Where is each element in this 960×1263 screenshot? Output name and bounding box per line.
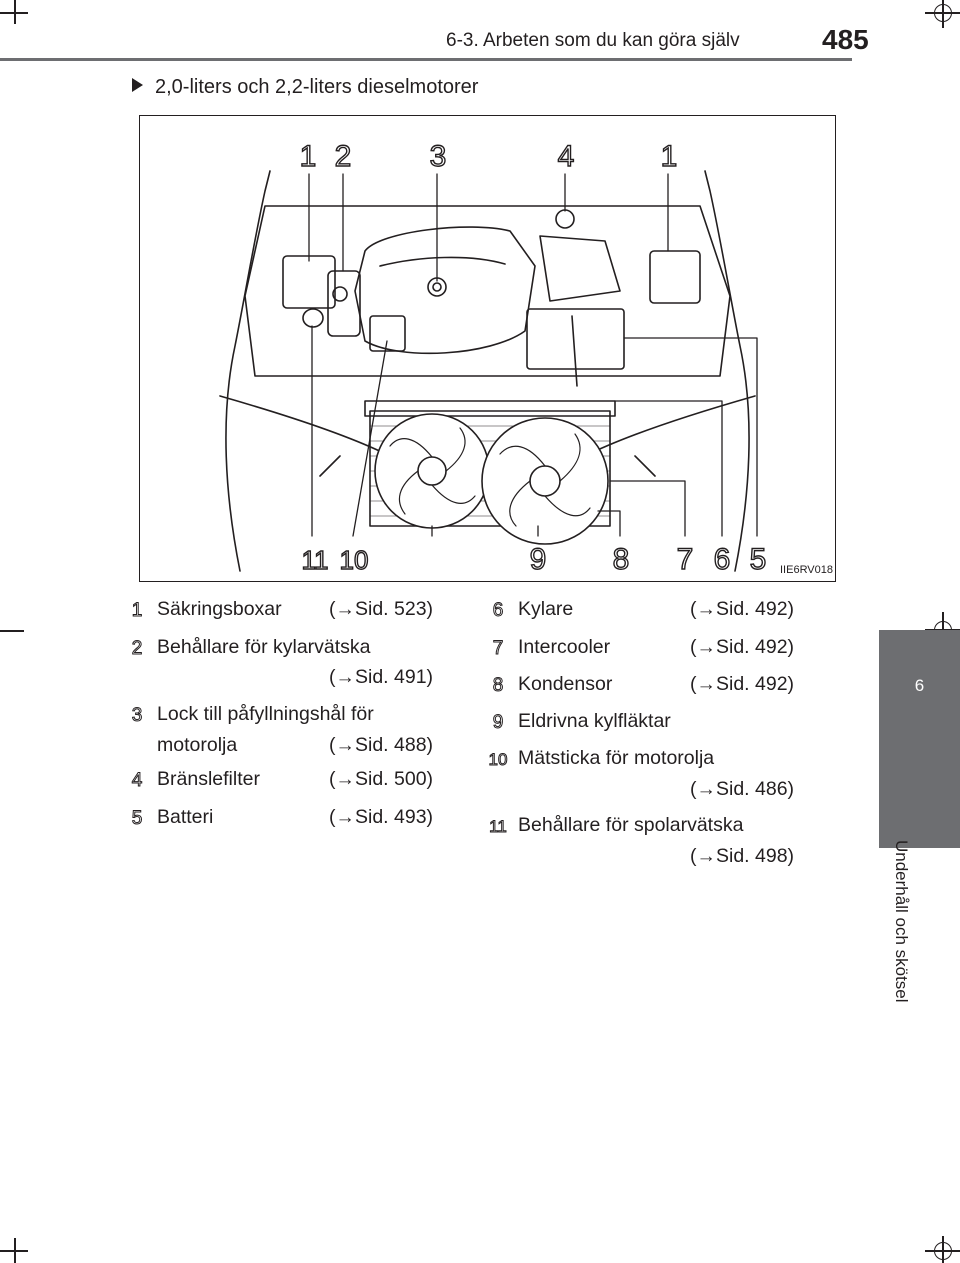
callout-badge-icon: 4 bbox=[131, 770, 143, 791]
radiator-frame bbox=[369, 410, 611, 527]
legend-item-1: 1 Säkringsboxar (→Sid. 523) bbox=[126, 592, 451, 628]
figure-code: IIE6RV018 bbox=[780, 564, 834, 576]
legend-label: Lock till påfyllningshål för bbox=[157, 703, 374, 725]
oil-filler-cap-center bbox=[432, 282, 442, 292]
callout-badge-icon: 7 bbox=[492, 638, 504, 659]
page-reference: (→Sid. 488) bbox=[329, 734, 434, 756]
legend-item-10: 10 Mätsticka för motorolja (→Sid. 486) bbox=[487, 741, 817, 813]
page-reference: (→Sid. 486) bbox=[690, 778, 795, 800]
legend-label: Behållare för spolarvätska bbox=[518, 814, 744, 836]
page-reference: (→Sid. 493) bbox=[329, 806, 434, 828]
legend-item-11: 11 Behållare för spolarvätska (→Sid. 498… bbox=[487, 808, 817, 880]
cooling-fan-left bbox=[374, 413, 490, 529]
legend-item-7: 7 Intercooler (→Sid. 492) bbox=[487, 630, 817, 666]
dipstick-housing bbox=[369, 315, 406, 352]
crop-mark bbox=[942, 0, 944, 28]
washer-fluid-cap bbox=[302, 308, 324, 328]
svg-text:9: 9 bbox=[493, 712, 504, 732]
legend-label: Säkringsboxar bbox=[157, 598, 282, 620]
callout-badge-icon: 11 bbox=[489, 817, 508, 837]
bumper-lines bbox=[319, 455, 656, 477]
body-outline-right bbox=[704, 170, 750, 572]
section-heading-text: 2,0-liters och 2,2-liters dieselmotorer bbox=[155, 76, 479, 98]
legend-label: Kylare bbox=[518, 598, 574, 620]
callout-badge-icon: 1 bbox=[131, 600, 143, 621]
legend-label: Behållare för kylarvätska bbox=[157, 636, 371, 658]
legend-item-9: 9 Eldrivna kylfläktar bbox=[487, 704, 817, 740]
svg-text:11: 11 bbox=[489, 817, 507, 836]
coolant-cap bbox=[332, 286, 348, 302]
page-reference: (→Sid. 492) bbox=[690, 673, 795, 695]
svg-text:3: 3 bbox=[132, 705, 143, 725]
triangle-bullet-icon bbox=[132, 78, 143, 92]
air-filter-housing bbox=[539, 235, 621, 302]
crop-mark bbox=[14, 0, 16, 24]
legend-item-6: 6 Kylare (→Sid. 492) bbox=[487, 592, 817, 628]
battery-cable bbox=[571, 315, 578, 387]
legend-label: Batteri bbox=[157, 806, 214, 828]
legend-label-continued: motorolja bbox=[157, 734, 238, 756]
chapter-tab: 6 bbox=[879, 630, 960, 848]
engine-cover-ridge bbox=[379, 256, 506, 267]
coolant-reservoir bbox=[327, 270, 361, 337]
engine-bay-figure: IIE6RV018 bbox=[139, 115, 836, 582]
legend-item-3: 3 Lock till påfyllningshål för motorolja… bbox=[126, 697, 451, 769]
crop-mark bbox=[942, 612, 944, 646]
legend-label: Mätsticka för motorolja bbox=[518, 747, 715, 769]
header-rule bbox=[0, 58, 852, 61]
svg-text:10: 10 bbox=[489, 750, 508, 769]
chapter-number: 6 bbox=[914, 676, 925, 695]
callout-badge-icon: 10 bbox=[488, 750, 508, 770]
legend-item-2: 2 Behållare för kylarvätska (→Sid. 491) bbox=[126, 630, 451, 702]
page-reference: (→Sid. 492) bbox=[690, 636, 795, 658]
legend-item-8: 8 Kondensor (→Sid. 492) bbox=[487, 667, 817, 703]
fan-blades bbox=[389, 427, 591, 527]
legend-label: Eldrivna kylfläktar bbox=[518, 710, 671, 732]
engine-bay-illustration bbox=[219, 170, 758, 572]
callout-leaders bbox=[308, 173, 758, 537]
engine-bay-outline bbox=[244, 205, 731, 377]
svg-text:5: 5 bbox=[132, 808, 143, 828]
fuse-box-right bbox=[649, 250, 701, 304]
legend-item-4: 4 Bränslefilter (→Sid. 500) bbox=[126, 762, 451, 798]
callout-badge-icon: 8 bbox=[492, 675, 504, 696]
callout-badge-icon: 2 bbox=[131, 638, 143, 659]
svg-text:6: 6 bbox=[493, 600, 504, 620]
headlight-left bbox=[219, 395, 391, 457]
page-reference: (→Sid. 492) bbox=[690, 598, 795, 620]
callout-badge-icon: 6 bbox=[492, 600, 504, 621]
legend-label: Intercooler bbox=[518, 636, 611, 658]
svg-text:2: 2 bbox=[132, 638, 143, 658]
legend-item-5: 5 Batteri (→Sid. 493) bbox=[126, 800, 451, 836]
fuel-filter bbox=[555, 209, 575, 229]
svg-text:8: 8 bbox=[493, 675, 504, 695]
page-number: 485 bbox=[822, 24, 869, 55]
svg-text:1: 1 bbox=[132, 600, 143, 620]
chapter-title: Underhåll och skötsel bbox=[892, 840, 911, 1003]
legend-label: Bränslefilter bbox=[157, 768, 260, 790]
svg-text:4: 4 bbox=[132, 770, 143, 790]
body-outline-left bbox=[225, 170, 271, 572]
engine-cover bbox=[354, 226, 536, 355]
section-heading: 2,0-liters och 2,2-liters dieselmotorer bbox=[132, 76, 478, 99]
page-reference: (→Sid. 491) bbox=[329, 666, 434, 688]
header-section-title: 6-3. Arbeten som du kan göra själv bbox=[446, 30, 740, 51]
radiator-top-rail bbox=[364, 400, 616, 417]
crop-mark bbox=[0, 630, 24, 632]
headlight-right bbox=[584, 395, 756, 457]
legend-label: Kondensor bbox=[518, 673, 613, 695]
svg-text:7: 7 bbox=[493, 638, 504, 658]
chapter-title-vertical: Underhåll och skötsel bbox=[839, 840, 959, 1030]
page-reference: (→Sid. 523) bbox=[329, 598, 434, 620]
page-reference: (→Sid. 500) bbox=[329, 768, 434, 790]
callout-badge-icon: 3 bbox=[131, 705, 143, 726]
callout-badge-icon: 5 bbox=[131, 808, 143, 829]
callout-badge-icon: 9 bbox=[492, 712, 504, 733]
page-reference: (→Sid. 498) bbox=[690, 845, 795, 867]
crop-mark bbox=[942, 1236, 944, 1263]
crop-mark bbox=[14, 1238, 16, 1263]
cooling-fan-right bbox=[481, 417, 609, 545]
